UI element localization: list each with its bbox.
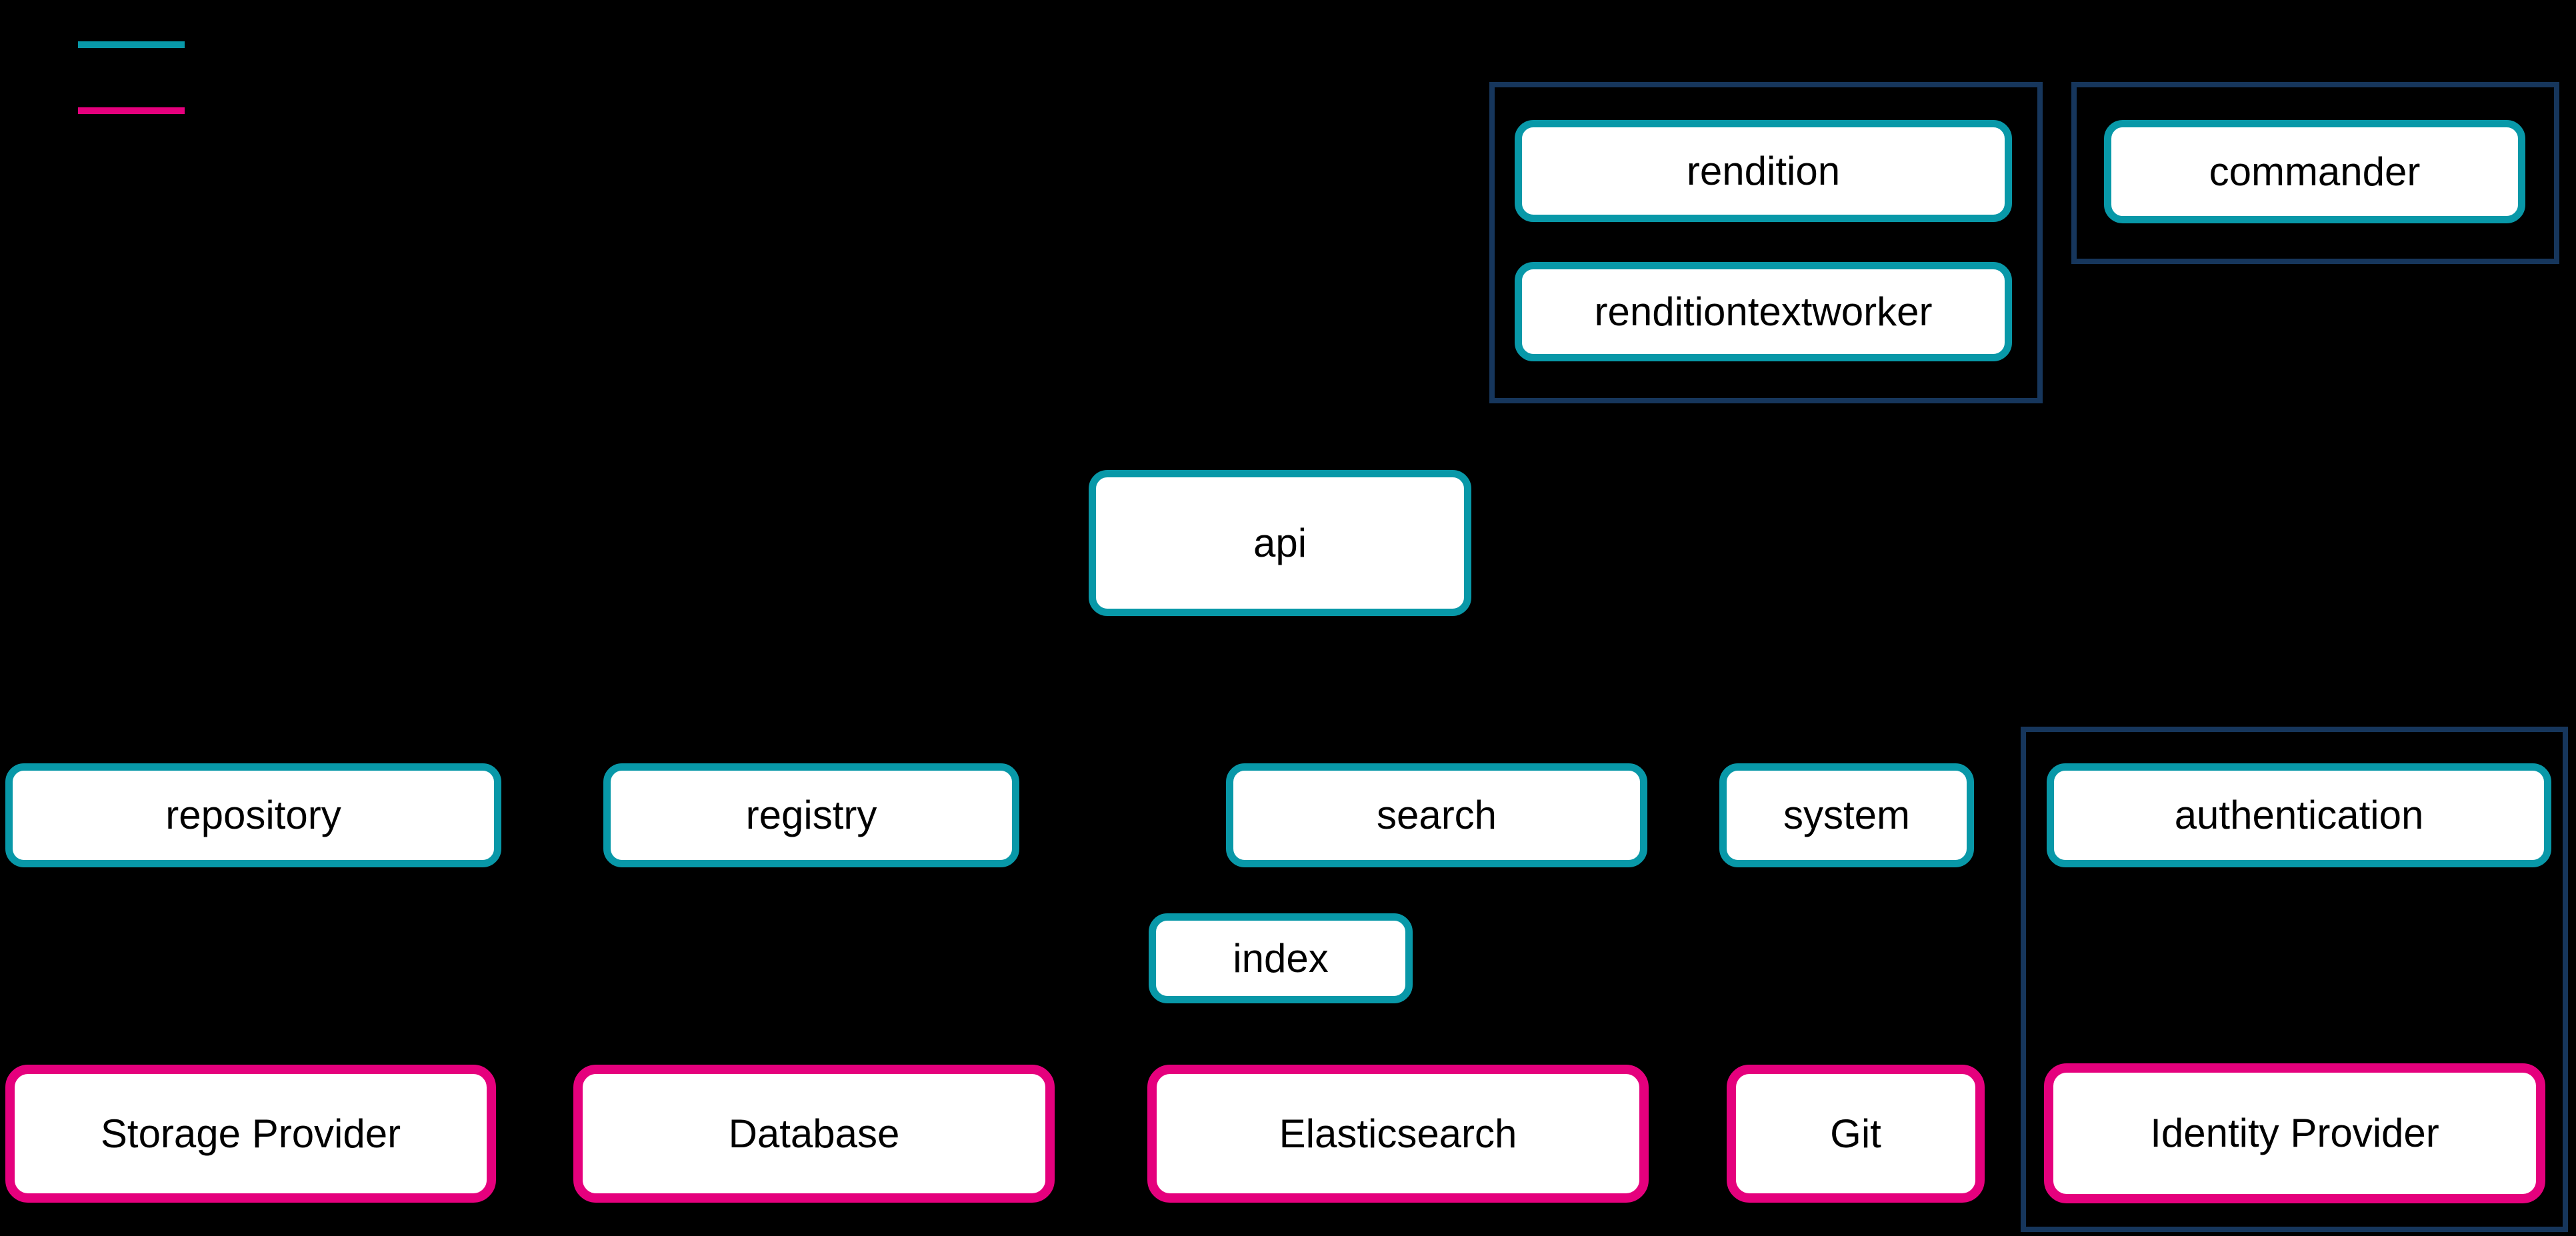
node-renditiontextworker-label: renditiontextworker <box>1594 289 1933 334</box>
node-index-label: index <box>1233 935 1329 981</box>
node-database: Database <box>573 1065 1055 1203</box>
node-search-label: search <box>1376 793 1497 837</box>
node-api: api <box>1089 470 1471 616</box>
node-repository: repository <box>5 763 501 867</box>
node-commander: commander <box>2104 120 2525 223</box>
group-authentication <box>2021 727 2568 1232</box>
node-registry: registry <box>603 763 1019 867</box>
node-search: search <box>1226 763 1647 867</box>
legend-teal-line <box>78 41 185 48</box>
group-rendition <box>1489 82 2043 403</box>
node-api-label: api <box>1253 520 1307 565</box>
group-commander <box>2071 82 2559 264</box>
node-authentication: authentication <box>2047 763 2551 867</box>
node-identity-provider: Identity Provider <box>2044 1063 2545 1203</box>
node-system: system <box>1719 763 1974 867</box>
legend-magenta-line <box>78 107 185 114</box>
node-index: index <box>1149 913 1413 1003</box>
node-identity-provider-label: Identity Provider <box>2150 1111 2439 1155</box>
node-rendition-label: rendition <box>1686 148 1841 193</box>
node-git: Git <box>1727 1065 1985 1203</box>
node-repository-label: repository <box>165 793 341 837</box>
node-database-label: Database <box>728 1111 900 1156</box>
node-storage-provider-label: Storage Provider <box>100 1111 401 1156</box>
node-system-label: system <box>1783 793 1911 837</box>
node-storage-provider: Storage Provider <box>5 1065 496 1203</box>
node-rendition: rendition <box>1515 120 2012 222</box>
node-git-label: Git <box>1830 1111 1881 1156</box>
node-elasticsearch: Elasticsearch <box>1147 1065 1649 1203</box>
node-commander-label: commander <box>2209 149 2421 194</box>
node-renditiontextworker: renditiontextworker <box>1515 262 2012 361</box>
node-authentication-label: authentication <box>2174 793 2424 837</box>
node-registry-label: registry <box>745 793 877 837</box>
node-elasticsearch-label: Elasticsearch <box>1279 1111 1517 1156</box>
